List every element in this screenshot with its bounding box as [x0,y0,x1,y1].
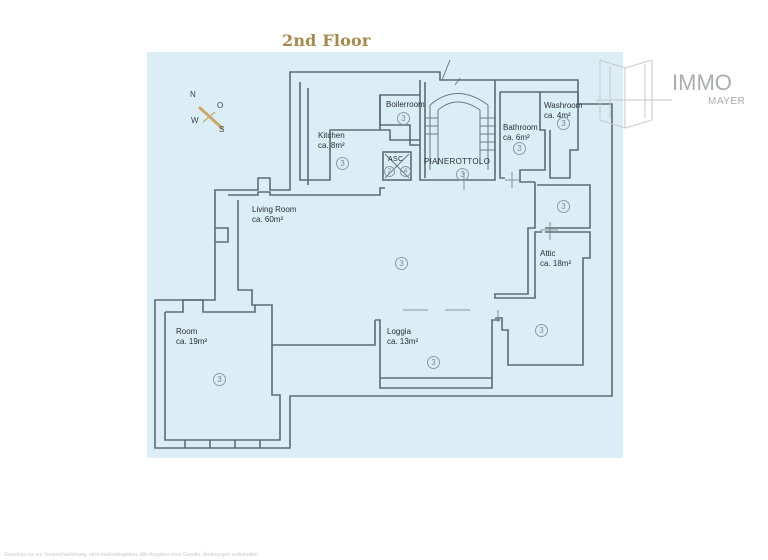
logo-secondary: MAYER [708,96,746,107]
room-number-badge: 3 [513,142,526,155]
compass-icon [198,106,224,130]
landing-label: PIANEROTTOLO [424,157,491,166]
room-bathroom: Bathroom ca. 6m² [503,123,538,143]
room-number-badge: 3 [427,356,440,369]
room-number-badge: 3 [395,257,408,270]
floor-plan-background [147,52,623,458]
room-area: ca. 18m² [540,259,572,268]
room-number-badge: 3 [557,200,570,213]
floor-title: 2nd Floor [282,31,371,50]
room-number-badge: 3 [397,112,410,125]
room-boilerroom: Boilerroom [386,100,425,110]
room-number-badge: 3 [456,168,469,181]
elevator-label: ASC [388,156,404,163]
room-loggia: Loggia ca. 13m² [387,327,418,347]
room-name: Boilerroom [386,100,425,109]
compass-south: S [219,125,225,134]
room-name: Kitchen [318,131,345,140]
room-attic: Attic ca. 18m² [540,249,571,269]
room-area: ca. 4m² [544,111,571,120]
elevator-number-right: 4 [400,166,411,177]
room-number-badge: 3 [213,373,226,386]
room-area: ca. 8m² [318,141,345,150]
room-name: Bathroom [503,123,538,132]
room-area: ca. 6m² [503,133,530,142]
room-kitchen: Kitchen ca. 8m² [318,131,345,151]
compass-east: O [217,101,224,110]
logo-primary: IMMO [672,70,732,95]
room-living-room: Living Room ca. 60m² [252,205,296,225]
room-name: Attic [540,249,556,258]
logo-door-icon [596,59,672,129]
room-number-badge: 3 [557,117,570,130]
room-name: Living Room [252,205,297,214]
room-number-badge: 3 [336,157,349,170]
room-name: Loggia [387,327,412,336]
room-area: ca. 19m² [176,337,208,346]
room-area: ca. 60m² [252,215,284,224]
elevator-number-left: 2 [384,166,395,177]
footer-disclaimer: Grundriss nur zur Veranschaulichung, nic… [4,552,260,558]
room-room: Room ca. 19m² [176,327,207,347]
compass-west: W [191,116,199,125]
room-area: ca. 13m² [387,337,419,346]
room-name: Room [176,327,198,336]
room-number-badge: 3 [535,324,548,337]
room-washroom: Washroom ca. 4m² [544,101,582,121]
room-name: Washroom [544,101,583,110]
compass-north: N [190,90,196,99]
